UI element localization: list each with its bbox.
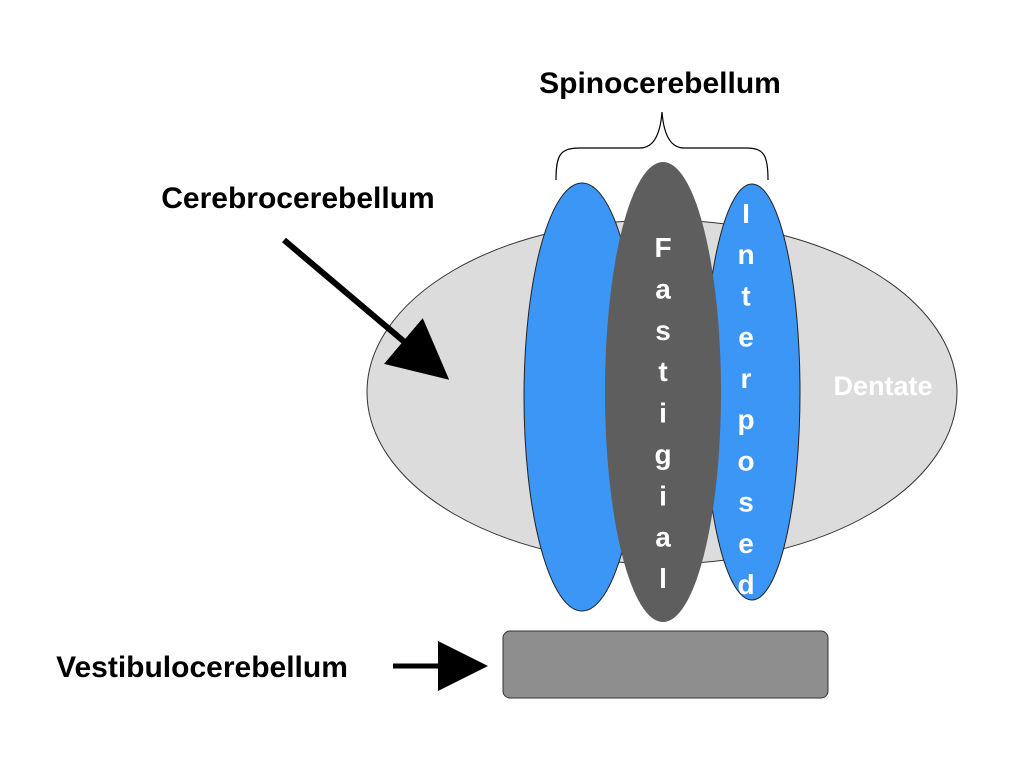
interposed-letter: I [742,198,750,229]
interposed-letter: e [738,322,754,353]
fastigial-letter: i [659,480,667,511]
interposed-letter: e [738,528,754,559]
fastigial-letter: s [655,315,671,346]
dentate-label: Dentate [833,371,932,401]
interposed-letter: p [737,404,754,435]
cerebrocerebellum-arrow [282,237,450,380]
fastigial-column [605,162,721,622]
vestibulocerebellum-label: Vestibulocerebellum [56,651,348,684]
interposed-letter: r [741,363,752,394]
fastigial-letter: i [659,398,667,429]
fastigial-letter: l [659,563,667,594]
fastigial-letter: a [655,273,671,304]
interposed-letter: o [737,445,754,476]
fastigial-letter: g [654,439,671,470]
interposed-letter: s [738,487,754,518]
interposed-letter: d [737,569,754,600]
fastigial-letter: t [658,356,667,387]
cerebrocerebellum-label: Cerebrocerebellum [161,182,434,215]
vestibulocerebellum-block [502,630,829,699]
spinocerebellum-brace [555,111,769,181]
fastigial-letter: F [654,232,671,263]
spinocerebellum-label: Spinocerebellum [539,67,781,100]
interposed-letter: n [737,239,754,270]
interposed-letter: t [741,280,750,311]
fastigial-letter: a [655,522,671,553]
